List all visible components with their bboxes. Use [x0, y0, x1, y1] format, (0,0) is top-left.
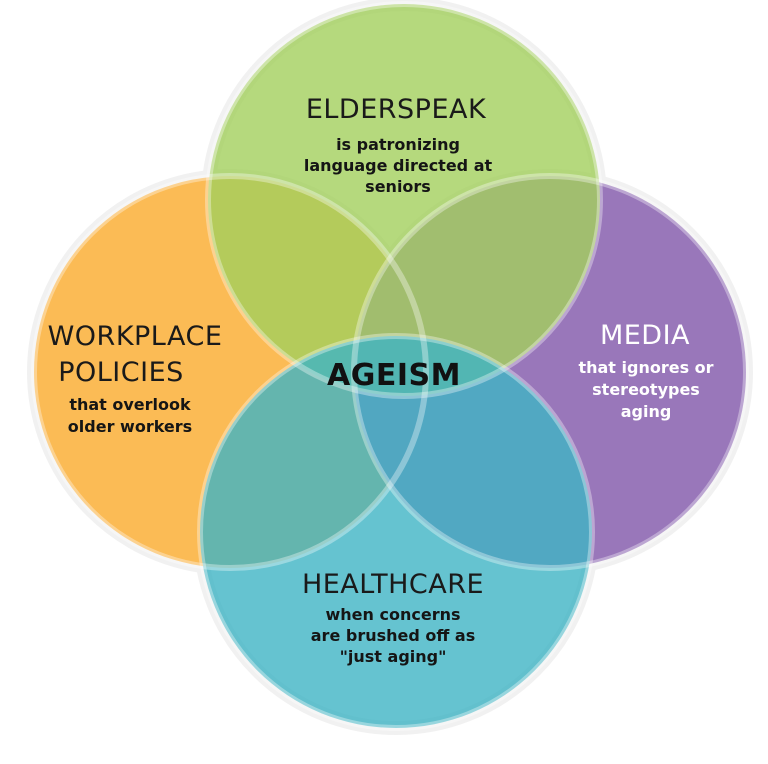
- healthcare-title: HEALTHCARE: [302, 569, 484, 600]
- workplace-title-line-1: WORKPLACE: [48, 321, 223, 352]
- circle-healthcare: [200, 336, 592, 728]
- elderspeak-line-1: is patronizing: [336, 135, 460, 154]
- workplace-line-2: older workers: [68, 417, 192, 436]
- circle-edges: [31, 1, 749, 731]
- elderspeak-title: ELDERSPEAK: [306, 94, 487, 125]
- media-line-3: aging: [621, 402, 672, 421]
- healthcare-line-3: "just aging": [340, 647, 447, 666]
- workplace-title-line-2: POLICIES: [58, 357, 184, 388]
- elderspeak-line-3: seniors: [365, 177, 431, 196]
- workplace-line-1: that overlook: [69, 395, 191, 414]
- healthcare-line-1: when concerns: [326, 605, 461, 624]
- media-title: MEDIA: [600, 320, 690, 351]
- circle-elderspeak: [208, 4, 600, 396]
- media-line-1: that ignores or: [578, 358, 713, 377]
- healthcare-line-2: are brushed off as: [311, 626, 475, 645]
- center-label: AGEISM: [327, 358, 461, 393]
- media-line-2: stereotypes: [592, 380, 700, 399]
- elderspeak-line-2: language directed at: [304, 156, 493, 175]
